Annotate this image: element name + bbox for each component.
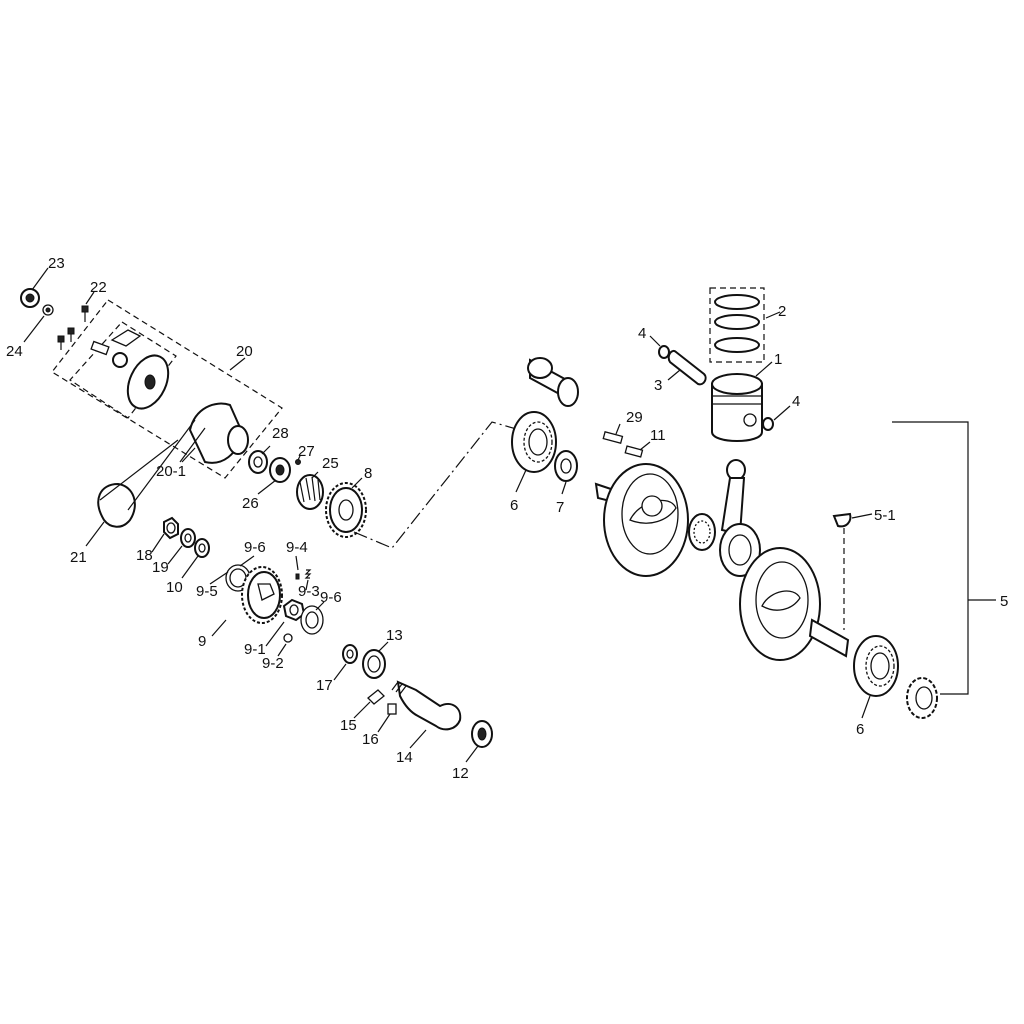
label-9-3: 9-3	[298, 583, 320, 600]
label-12: 12	[452, 765, 469, 782]
label-1: 1	[774, 351, 782, 368]
part-1-piston	[711, 373, 763, 442]
part-26-nut	[269, 457, 291, 483]
part-15-plate	[367, 689, 385, 705]
part-29-pin	[602, 430, 624, 444]
needle-bearing	[688, 513, 716, 551]
label-22: 22	[90, 279, 107, 296]
alignment-centerline	[353, 421, 521, 549]
label-15: 15	[340, 717, 357, 734]
part-4-clip-right	[762, 417, 774, 431]
part-16-bolt	[387, 703, 397, 715]
label-20-1: 20-1	[156, 463, 186, 480]
label-24: 24	[6, 343, 23, 360]
pump-rotor-parts	[90, 329, 170, 410]
label-10: 10	[166, 579, 183, 596]
part-6-bearing-right	[853, 635, 899, 697]
part-18-nut	[163, 516, 179, 540]
part-21-circlip	[97, 419, 196, 528]
label-23: 23	[48, 255, 65, 272]
part-19-washer	[180, 528, 196, 548]
part-10-washer	[194, 538, 210, 558]
part-22-screws	[57, 305, 89, 350]
label-9: 9	[198, 633, 206, 650]
part-4-clip-left	[658, 345, 670, 359]
part-5-bracket	[892, 421, 969, 695]
label-29: 29	[626, 409, 643, 426]
part-8-primary-gear	[325, 482, 367, 538]
part-23-oil-seal	[20, 288, 40, 308]
label-5: 5	[1000, 593, 1008, 610]
label-7: 7	[556, 499, 564, 516]
label-5-1: 5-1	[874, 507, 896, 524]
label-9-1: 9-1	[244, 641, 266, 658]
part-14-balancer-shaft	[391, 680, 462, 731]
label-17: 17	[316, 677, 333, 694]
part-12-bearing	[471, 720, 493, 748]
label-27: 27	[298, 443, 315, 460]
part-20-1-pump-body	[179, 402, 249, 464]
part-7-washer	[554, 450, 578, 482]
crank-web-right	[739, 547, 850, 661]
label-2: 2	[778, 303, 786, 320]
label-9-6-right: 9-6	[320, 589, 342, 606]
label-25: 25	[322, 455, 339, 472]
part-2-piston-rings	[709, 287, 765, 363]
label-8: 8	[364, 465, 372, 482]
part-27-pin	[295, 459, 301, 465]
label-6-right: 6	[856, 721, 864, 738]
part-9-2-pin	[283, 633, 293, 643]
label-16: 16	[362, 731, 379, 748]
part-17-bearing	[342, 644, 358, 664]
label-11: 11	[650, 427, 666, 444]
part-labels: 23 24 22 20 20-1 21 28 27 25 26 8 18 19 …	[6, 255, 1008, 782]
label-4-left: 4	[638, 325, 646, 342]
part-24-washer	[42, 304, 54, 316]
label-9-4: 9-4	[286, 539, 308, 556]
crank-sleeve	[527, 357, 579, 407]
label-13: 13	[386, 627, 403, 644]
label-3: 3	[654, 377, 662, 394]
label-21: 21	[70, 549, 87, 566]
part-25-drive-gear	[296, 474, 324, 510]
part-6-bearing-left	[511, 411, 557, 473]
label-20: 20	[236, 343, 253, 360]
label-18: 18	[136, 547, 153, 564]
oil-pump-assembly-group	[51, 299, 283, 479]
part-9-balancer-gear	[241, 566, 283, 624]
part-3-piston-pin	[667, 350, 707, 386]
connecting-rod	[719, 459, 761, 577]
label-4-right: 4	[792, 393, 800, 410]
crank-sprocket	[906, 677, 938, 719]
label-28: 28	[272, 425, 289, 442]
part-13-bearing	[362, 649, 386, 679]
label-14: 14	[396, 749, 413, 766]
label-19: 19	[152, 559, 169, 576]
label-6-left: 6	[510, 497, 518, 514]
part-11-pin	[624, 445, 644, 458]
label-9-2: 9-2	[262, 655, 284, 672]
part-9-4-spring	[295, 569, 312, 580]
label-9-6-top: 9-6	[244, 539, 266, 556]
crank-web-left	[594, 463, 689, 577]
part-9-6-washer	[300, 605, 324, 635]
part-5-1-key	[832, 512, 852, 630]
leader-lines	[23, 267, 873, 763]
part-28-washer	[248, 450, 268, 474]
label-26: 26	[242, 495, 259, 512]
label-9-5: 9-5	[196, 583, 218, 600]
